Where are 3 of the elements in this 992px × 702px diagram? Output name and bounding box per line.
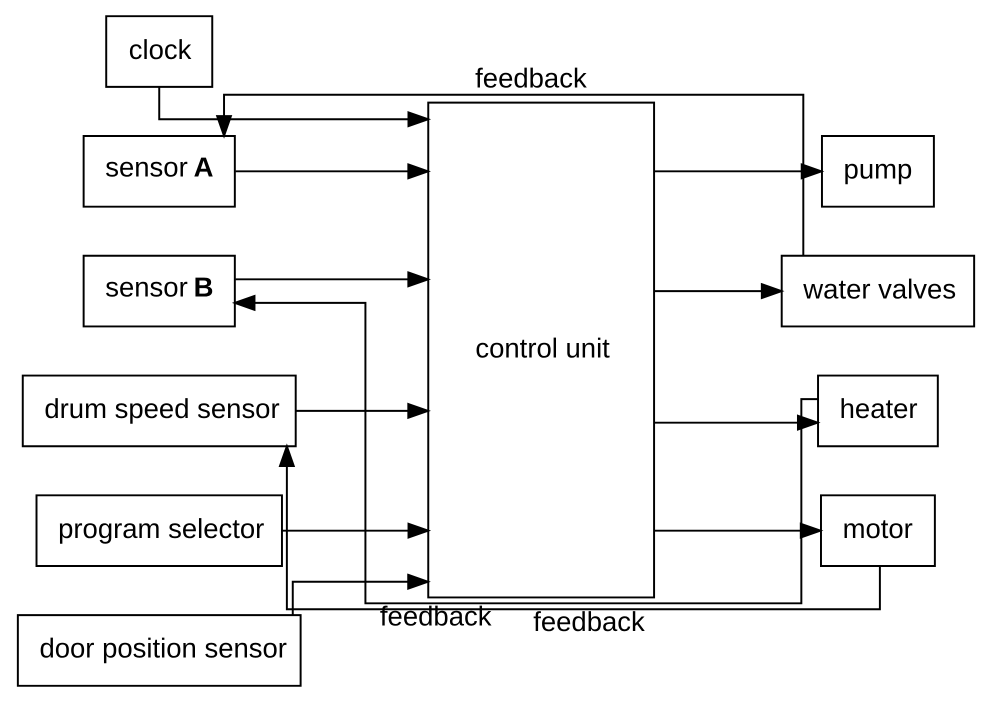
edge-label: feedback [533, 606, 645, 638]
edge-label: feedback [475, 62, 587, 94]
edge-label: feedback [380, 600, 492, 632]
